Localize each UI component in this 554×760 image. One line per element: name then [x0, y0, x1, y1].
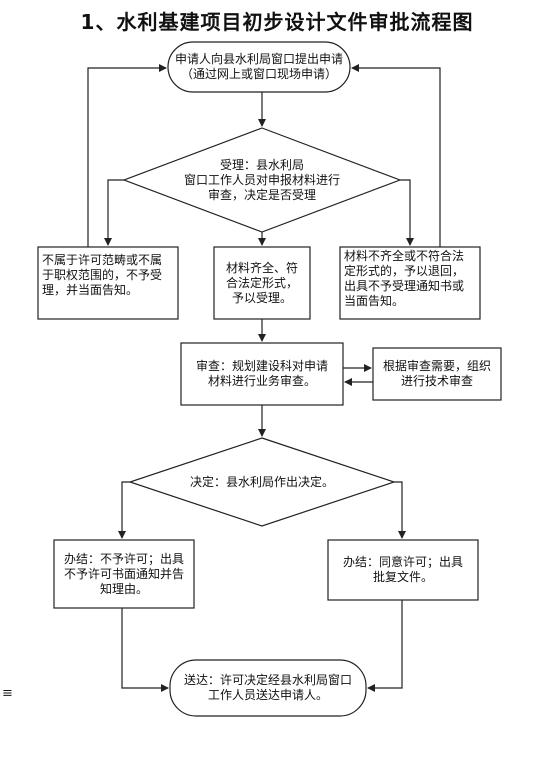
deny-node: 办结：不予许可；出具 不予许可书面通知并告 知理由。 — [63, 551, 184, 596]
out-scope-box — [37, 246, 179, 320]
deliver-box — [169, 659, 367, 717]
apply-node: 申请人向县水利局窗口提出申请 （通过网上或窗口现场申请） — [174, 52, 343, 81]
page-title: 1、水利基建项目初步设计文件审批流程图 — [80, 10, 474, 34]
tech-review-node: 根据审查需要，组织 进行技术审查 — [382, 359, 491, 388]
decide-node: 决定：县水利局作出决定。 — [189, 474, 334, 489]
accept-node: 受理：县水利局 窗口工作人员对申报材料进行 审查，决定是否受理 — [183, 157, 340, 202]
complete-node: 材料齐全、符 合法定形式， 予以受理。 — [225, 260, 298, 305]
approve-box — [327, 539, 479, 601]
review-node: 审查：规划建设科对申请 材料进行业务审查。 — [195, 359, 328, 388]
deliver-node: 送达：许可决定经县水利局窗口 工作人员送达申请人。 — [183, 673, 352, 702]
incomplete-box — [339, 246, 481, 320]
apply-box — [167, 41, 351, 93]
out-scope-node: 不属于许可范畴或不属 于职权范围的，不予受 理，并当面告知。 — [42, 253, 163, 297]
incomplete-node: 材料不齐全或不符合法 定形式的，予以退回， 出具不予受理通知书或 当面告知。 — [344, 249, 465, 308]
tech-review-box — [372, 347, 502, 401]
deny-box — [53, 539, 195, 609]
decide-diamond — [128, 437, 396, 527]
approve-node: 办结：同意许可；出具 批复文件。 — [342, 555, 463, 584]
margin-mark: ≡ — [2, 686, 13, 701]
